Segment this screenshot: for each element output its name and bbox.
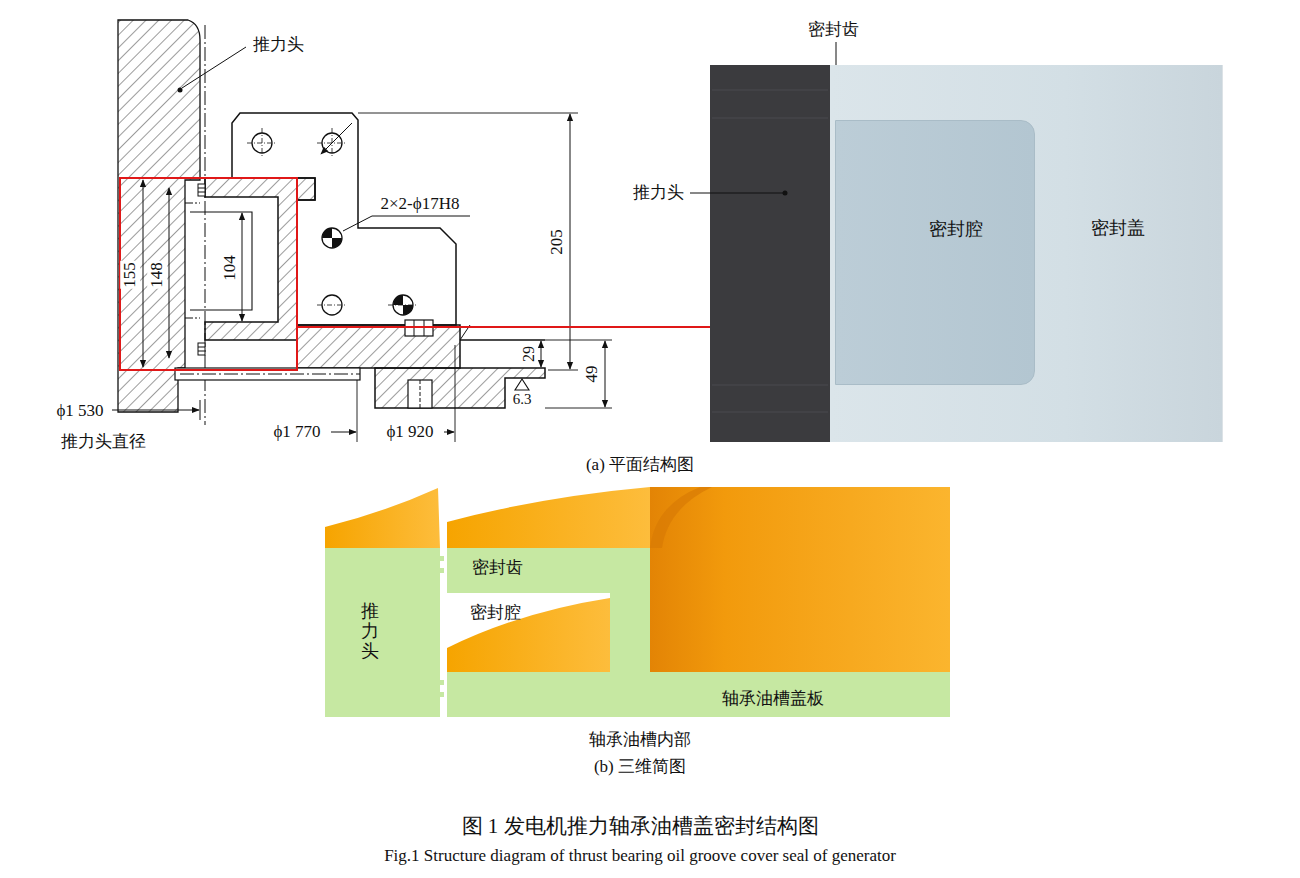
subfigure-caption: (b) 三维简图 [594,757,686,777]
dimension: 148 [147,261,167,289]
roughness-value: 6.3 [512,391,533,408]
node-text: 密封齿 [472,558,523,578]
subfigure-caption: (a) 平面结构图 [586,455,694,475]
seal-cavity-region: 密封腔 [835,120,1035,385]
seal-tooth-section: 密封齿 [447,548,610,593]
diameter-dimension: ϕ1 530 [56,401,103,421]
part-label: 密封齿 [808,20,859,40]
hole-callout: 2×2-ϕ17H8 [381,194,460,214]
seal-cover-region: 密封盖 密封腔 [830,65,1222,442]
dimension: 205 [547,229,567,255]
dimension-note: 推力头直径 [61,432,146,452]
dimension: 104 [220,255,240,281]
caption-english: Fig.1 Structure diagram of thrust bearin… [384,846,896,866]
region-label: 轴承油槽内部 [589,730,691,750]
cover-plate-section: 轴承油槽盖板 [447,672,950,717]
part-label: 密封腔 [470,603,521,623]
dimension: 155 [120,261,140,289]
node-text: 轴承油槽盖板 [722,689,824,709]
node-text: 密封腔 [929,219,983,240]
part-label: 推力头 [633,183,684,203]
diameter-dimension: ϕ1 770 [273,422,320,442]
dimension: 49 [582,366,602,383]
part-label: 推力头 [253,35,304,55]
node-text: 推力头 [361,602,379,661]
dimension: 29 [520,346,538,362]
thrust-head-section: 推力头 [325,548,440,717]
figure-caption: 图 1 发电机推力轴承油槽盖密封结构图 [462,814,819,838]
diameter-dimension: ϕ1 920 [386,422,433,442]
node-text: 密封盖 [1091,218,1145,239]
